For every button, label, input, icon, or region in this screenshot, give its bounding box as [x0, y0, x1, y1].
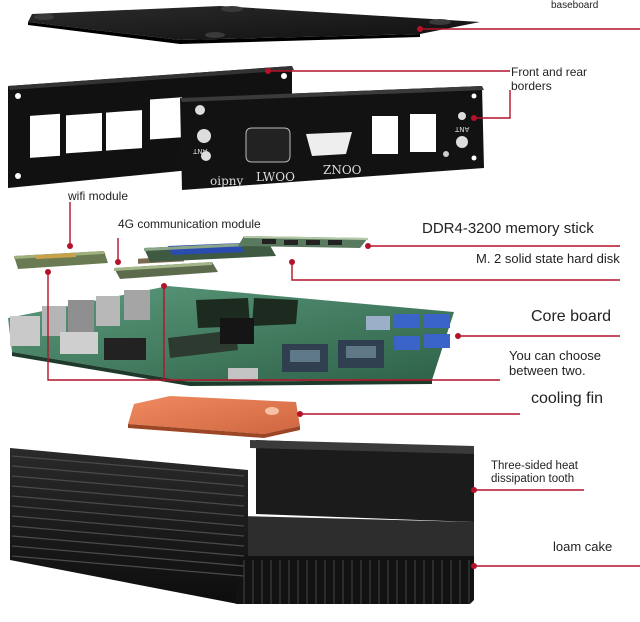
- wifi-module-card: [14, 251, 108, 269]
- label-cooling-fin: cooling fin: [531, 390, 604, 407]
- com-marking: ZNOO: [323, 163, 362, 177]
- leader-lines: [47, 28, 640, 567]
- fin-groove: [11, 455, 245, 477]
- label-core-board: Core board: [531, 308, 612, 325]
- leader-choose-left: [47, 272, 500, 381]
- core-board: [8, 286, 454, 386]
- front-border-plate: [180, 86, 484, 190]
- leader-endpoints: [45, 26, 477, 569]
- fin-groove: [11, 555, 245, 577]
- ant-right-marking: ANT: [455, 125, 470, 133]
- fin-groove: [11, 525, 245, 547]
- label-loam-cake: loam cake: [553, 539, 613, 554]
- label-baseboard: baseboard: [551, 0, 599, 11]
- fin-groove: [11, 485, 245, 507]
- ddr4-memory-stick: [238, 236, 368, 248]
- ssd-card: [144, 242, 276, 262]
- label-ssd: M. 2 solid state hard disk: [476, 251, 620, 266]
- heatsink-fin-grooves: [11, 455, 470, 604]
- cooling-fin-plate: [128, 396, 300, 438]
- label-front-rear-borders: Front and rear borders: [511, 65, 588, 93]
- ant-left-marking: ANT: [193, 147, 208, 155]
- fin-groove: [11, 465, 245, 487]
- fin-groove: [11, 515, 245, 537]
- fin-groove: [11, 535, 245, 557]
- leader-rear-border: [474, 90, 511, 119]
- label-4g-module: 4G communication module: [118, 217, 261, 231]
- label-ddr4-memory: DDR4-3200 memory stick: [422, 220, 594, 237]
- leader-ssd: [291, 262, 620, 281]
- baseboard-plate: [28, 6, 480, 44]
- label-choose-two: You can choose between two.: [509, 348, 602, 378]
- fin-groove: [11, 545, 245, 567]
- heatsink-housing: [10, 440, 474, 604]
- fin-groove: [11, 495, 245, 517]
- label-wifi-module: wifi module: [68, 189, 129, 203]
- lan-marking: LWOO: [256, 170, 295, 184]
- label-heat-tooth: Three-sided heat dissipation tooth: [491, 460, 578, 486]
- fin-groove: [11, 505, 245, 527]
- fin-groove: [11, 475, 245, 497]
- audio-marking: oipny: [210, 174, 244, 188]
